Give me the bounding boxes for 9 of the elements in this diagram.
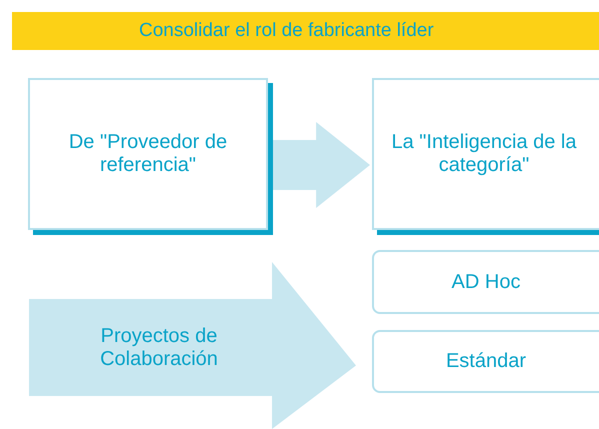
node-text: AD Hoc xyxy=(450,270,522,294)
node-text: La "Inteligencia de la categoría" xyxy=(390,131,578,177)
block-arrow xyxy=(272,122,370,208)
node-text: Proyectos de Colaboración xyxy=(99,325,219,371)
option-box xyxy=(372,250,599,314)
title: Consolidar el rol de fabricante líder xyxy=(139,20,434,42)
node-text: Estándar xyxy=(444,350,528,373)
option-box xyxy=(372,330,599,393)
node-text: De "Proveedor de referencia" xyxy=(68,131,228,177)
